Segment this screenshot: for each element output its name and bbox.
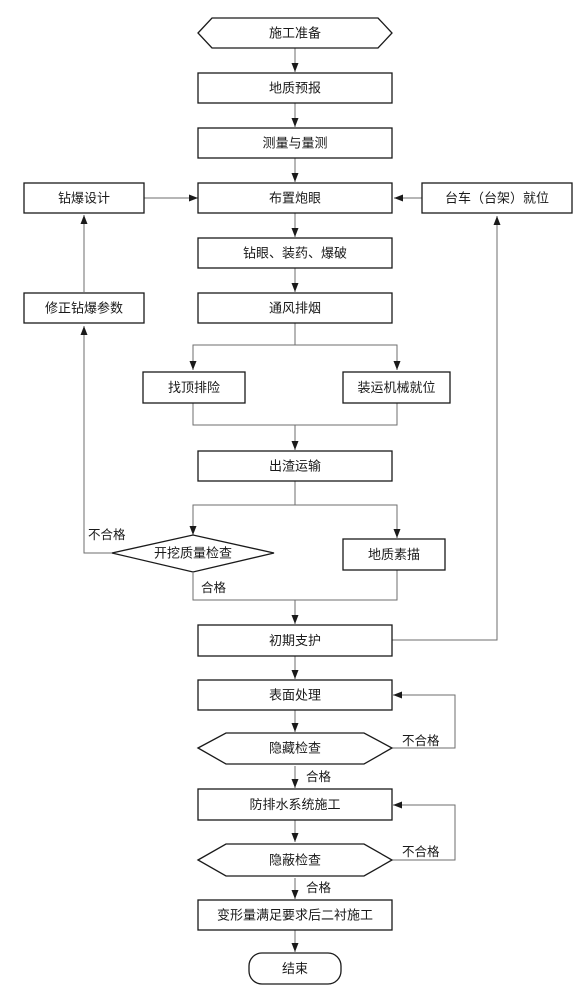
node-second-lining: 变形量满足要求后二衬施工 — [197, 899, 393, 931]
node-drill-design-label: 钻爆设计 — [58, 192, 110, 207]
node-ventilation-label: 通风排烟 — [269, 302, 321, 317]
node-geo-forecast-label: 地质预报 — [269, 82, 321, 97]
node-geo-forecast: 地质预报 — [197, 72, 393, 104]
node-drill-charge-blast: 钻眼、装药、爆破 — [197, 237, 393, 269]
node-initial-support-label: 初期支护 — [269, 634, 321, 649]
node-excavation-check-label: 开挖质量检查 — [154, 547, 232, 562]
node-start: 施工准备 — [197, 17, 393, 49]
connectors — [80, 48, 501, 952]
node-mucking-label: 出渣运输 — [269, 459, 321, 475]
node-end-label: 结束 — [282, 962, 308, 977]
edge-label-fail-2: 不合格 — [402, 733, 440, 748]
edge-label-pass-2: 合格 — [306, 769, 332, 784]
node-layout-holes: 布置炮眼 — [197, 182, 393, 214]
node-loader-ready: 装运机械就位 — [342, 371, 451, 404]
node-hidden-check-1-label: 隐藏检查 — [269, 742, 321, 757]
node-fix-params: 修正钻爆参数 — [23, 292, 145, 324]
node-trolley-label: 台车（台架）就位 — [445, 191, 549, 207]
node-waterproof-label: 防排水系统施工 — [249, 797, 340, 813]
node-trolley: 台车（台架）就位 — [421, 182, 573, 214]
node-survey-label: 测量与量测 — [262, 137, 327, 152]
edge-label-pass-3: 合格 — [306, 880, 332, 895]
node-surface-treatment: 表面处理 — [197, 679, 393, 711]
node-ventilation: 通风排烟 — [197, 292, 393, 324]
node-survey: 测量与量测 — [197, 127, 393, 159]
node-hidden-check-2-label: 隐蔽检查 — [269, 854, 321, 869]
node-surface-treatment-label: 表面处理 — [269, 689, 321, 704]
node-second-lining-label: 变形量满足要求后二衬施工 — [217, 908, 373, 924]
node-scaling: 找顶排险 — [142, 371, 246, 404]
edge-label-fail-3: 不合格 — [402, 844, 440, 859]
node-drill-design: 钻爆设计 — [23, 182, 145, 214]
node-hidden-check-1: 隐藏检查 — [196, 732, 394, 765]
node-scaling-label: 找顶排险 — [168, 381, 220, 396]
node-layout-holes-label: 布置炮眼 — [269, 192, 321, 207]
node-start-label: 施工准备 — [269, 26, 321, 42]
node-drill-charge-blast-label: 钻眼、装药、爆破 — [243, 247, 347, 262]
node-geo-sketch-label: 地质素描 — [368, 548, 420, 563]
node-geo-sketch: 地质素描 — [342, 538, 446, 571]
node-mucking: 出渣运输 — [197, 450, 393, 482]
node-initial-support: 初期支护 — [197, 624, 393, 657]
node-end: 结束 — [248, 952, 342, 985]
node-hidden-check-2: 隐蔽检查 — [196, 843, 394, 877]
node-waterproof: 防排水系统施工 — [197, 788, 393, 821]
node-loader-ready-label: 装运机械就位 — [357, 381, 435, 396]
edge-label-fail-1: 不合格 — [88, 527, 126, 542]
edge-label-pass-1: 合格 — [201, 580, 227, 595]
edge-labels: 不合格 合格 不合格 合格 不合格 合格 — [88, 527, 440, 895]
node-fix-params-label: 修正钻爆参数 — [45, 301, 123, 317]
node-excavation-check: 开挖质量检查 — [111, 534, 275, 573]
